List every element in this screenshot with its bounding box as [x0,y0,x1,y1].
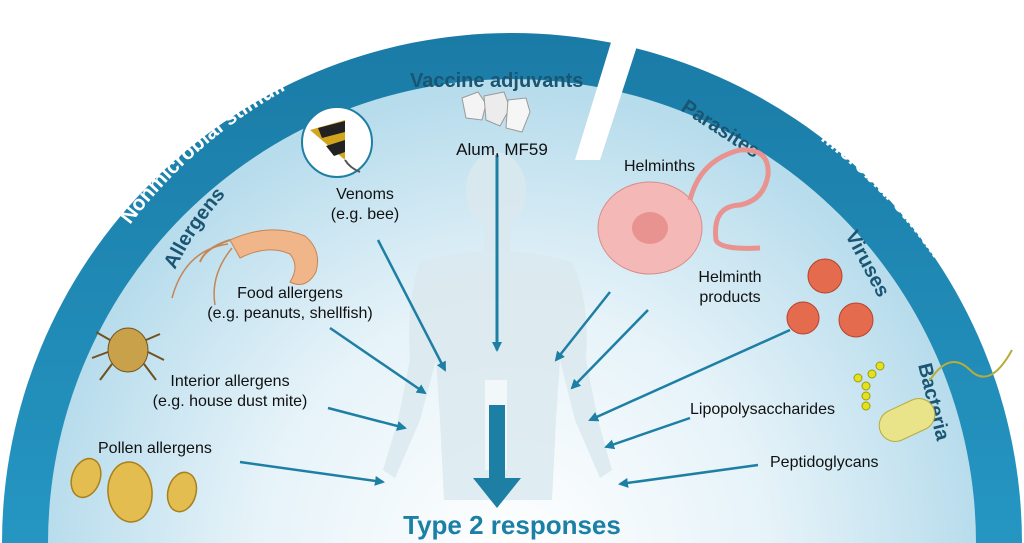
human-figure [383,152,612,500]
virus-icon [786,258,874,338]
alum-crystal-icon [461,91,531,133]
vaccine-adjuvants-heading: Vaccine adjuvants [410,70,584,92]
peptidoglycans-label: Peptidoglycans [770,454,879,471]
lipopolysaccharides-label: Lipopolysaccharides [690,401,835,418]
food-allergens-line1: Food allergens [237,285,343,302]
arrow-helminths [554,291,611,362]
interior-allergens-line2: (e.g. house dust mite) [152,393,308,410]
arrow-pollen [239,460,385,486]
main-down-arrow [473,405,521,508]
stimulus-arrows [239,239,791,488]
helminth-products-label: Helminth products [680,268,780,308]
shrimp-icon [171,229,319,306]
interior-allergens-line1: Interior allergens [170,373,290,390]
food-allergens-line2: (e.g. peanuts, shellfish) [207,305,373,322]
arrow-venom [376,239,447,372]
divider [575,0,652,160]
helminths-label: Helminths [624,158,696,175]
arrow-lps [604,416,691,450]
arrow-peptidoglycans [618,463,759,488]
type2-responses-label: Type 2 responses [403,510,621,540]
venoms-label-line2: (e.g. bee) [330,206,400,223]
arrow-food [329,326,427,395]
venoms-label: Venoms (e.g. bee) [310,185,420,225]
food-allergens-label: Food allergens (e.g. peanuts, shellfish) [180,284,400,324]
lps-icon [853,361,885,411]
dust-mite-icon [91,327,165,381]
helminth-products-line2: products [699,289,761,306]
bacteria-icon [878,349,1013,442]
arrow-viruses [588,328,791,422]
pollen-allergens-label: Pollen allergens [98,440,212,457]
alum-label: Alum, MF59 [456,140,548,159]
helminth-products-line1: Helminth [698,269,762,286]
venoms-label-line1: Venoms [336,186,394,203]
arrow-interior [327,406,407,431]
arrow-helminth-products [570,309,649,390]
interior-allergens-label: Interior allergens (e.g. house dust mite… [120,372,340,412]
pollen-icon [70,457,198,523]
helminth-icon [597,147,771,275]
bee-icon [301,106,373,178]
